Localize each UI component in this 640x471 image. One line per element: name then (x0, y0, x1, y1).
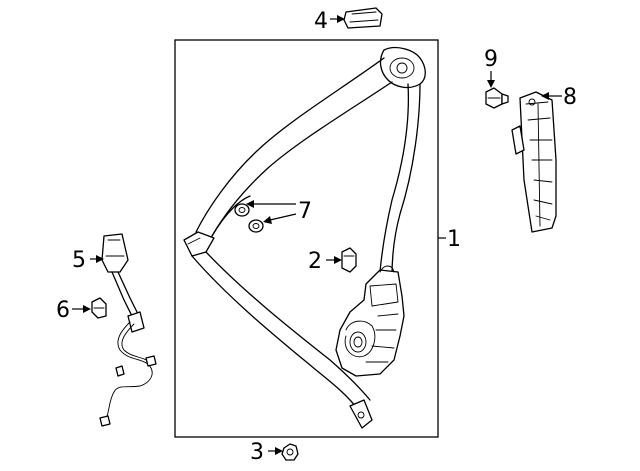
callout-labels: 1 2 3 4 5 6 7 8 9 (56, 9, 577, 465)
callout-8: 8 (563, 85, 577, 110)
callout-7: 7 (298, 199, 312, 224)
callout-5: 5 (72, 248, 86, 273)
bolt-part-3[interactable] (281, 443, 299, 461)
bolt-part-2[interactable] (341, 247, 357, 273)
height-adjuster-part-8[interactable] (511, 91, 557, 233)
buckle-part-5[interactable] (99, 233, 157, 427)
washer-part-7[interactable] (234, 203, 264, 233)
callout-9: 9 (484, 47, 498, 72)
callout-1: 1 (447, 227, 461, 252)
seat-belt-assembly[interactable] (183, 46, 426, 429)
bolt-part-6[interactable] (91, 297, 107, 319)
bolt-part-9[interactable] (485, 87, 509, 109)
callout-3: 3 (250, 440, 264, 465)
callout-6: 6 (56, 298, 70, 323)
callout-leaders (72, 15, 562, 455)
clip-part-4[interactable] (343, 7, 383, 29)
callout-4: 4 (314, 9, 328, 34)
callout-2: 2 (308, 249, 322, 274)
